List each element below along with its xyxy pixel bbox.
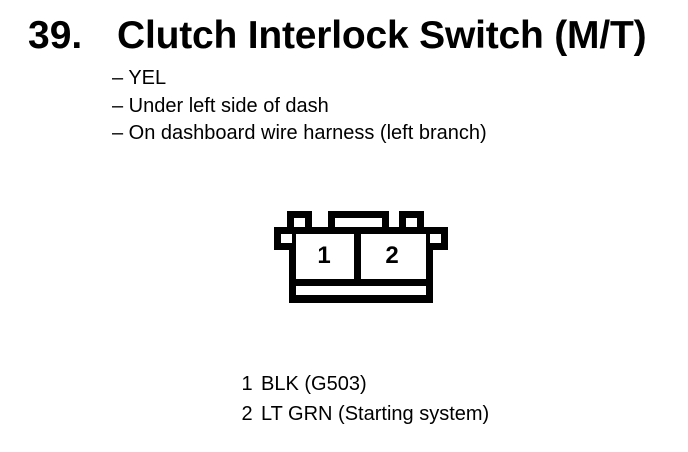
detail-item: – Under left side of dash (112, 94, 329, 117)
cavity-2 (361, 234, 426, 279)
connector-diagram: 1 2 (274, 211, 448, 303)
legend-row: 1 BLK (G503) (241, 370, 489, 400)
tab-center-opening (335, 218, 382, 227)
wire-label: BLK (G503) (261, 373, 367, 395)
wing-left-opening (281, 234, 292, 243)
pin-number: 2 (241, 402, 253, 425)
bottom-slot (296, 286, 426, 295)
cavity-1 (296, 234, 354, 279)
cavity-2-label: 2 (385, 242, 398, 269)
pin-legend: 1 BLK (G503) 2 LT GRN (Starting system) (241, 370, 489, 429)
item-number: 39. (28, 14, 83, 57)
wing-right-opening (430, 234, 441, 243)
pin-number: 1 (241, 373, 253, 395)
cavity-1-label: 1 (317, 242, 330, 269)
detail-item: – On dashboard wire harness (left branch… (112, 122, 487, 144)
page-title: Clutch Interlock Switch (M/T) (117, 14, 647, 57)
tab-left-opening (294, 218, 305, 227)
detail-list: – YEL – Under left side of dash – On das… (112, 65, 487, 148)
wire-label: LT GRN (Starting system) (261, 402, 490, 425)
tab-right-opening (406, 218, 417, 227)
legend-row: 2 LT GRN (Starting system) (241, 400, 489, 430)
detail-item: – YEL (112, 67, 167, 89)
